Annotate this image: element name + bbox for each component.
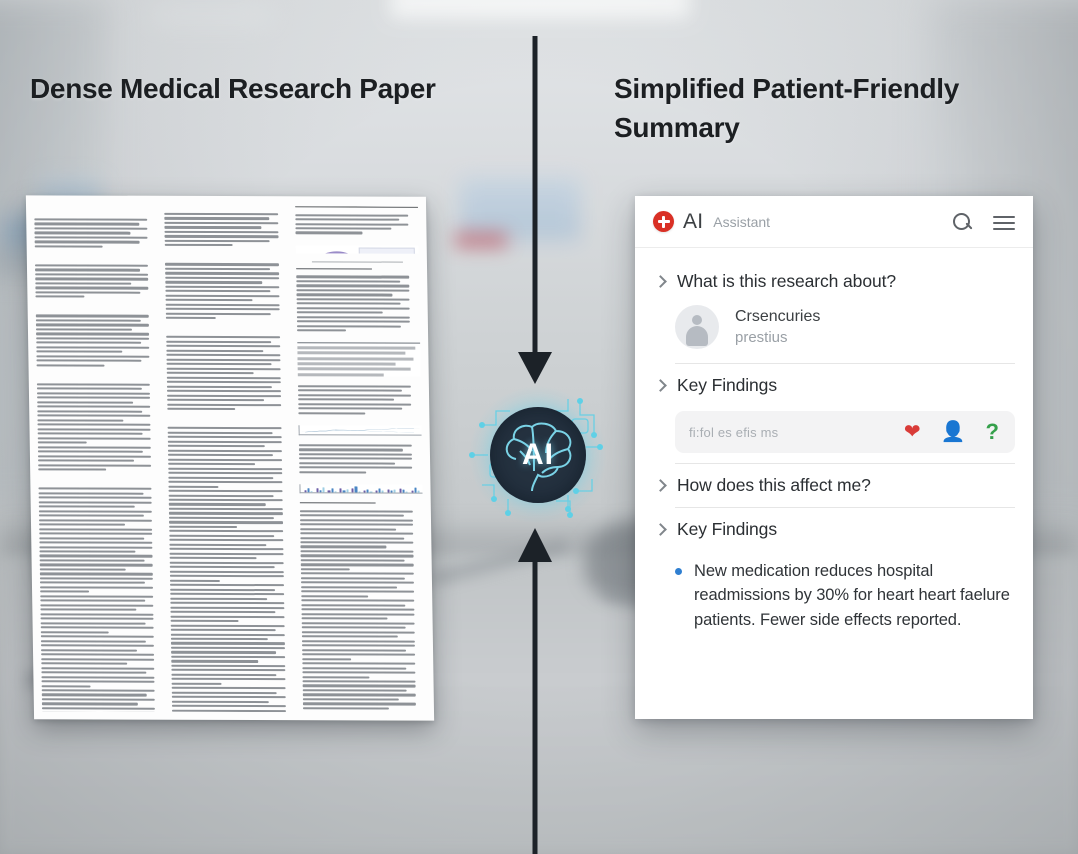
heading-left-dense-paper: Dense Medical Research Paper — [30, 73, 436, 104]
section-label: What is this research about? — [677, 271, 896, 291]
chevron-right-icon — [655, 381, 665, 391]
question-mark-icon[interactable]: ? — [985, 419, 999, 444]
paper-column-2 — [164, 205, 296, 712]
paper-text-block — [166, 336, 291, 411]
answer-subtitle: prestius — [735, 329, 788, 346]
heading-right-simplified-summary: Simplified Patient-Friendly Summary — [614, 73, 960, 143]
chevron-right-icon — [655, 481, 665, 491]
section-row-key-findings-1[interactable]: Key Findings — [653, 366, 1015, 405]
ai-assistant-app-card[interactable]: AI Assistant What is this research about… — [635, 196, 1033, 719]
red-sign-blur — [455, 232, 507, 248]
paper-text-block — [38, 487, 165, 712]
ceiling-light-2 — [150, 6, 270, 22]
dense-medical-research-paper[interactable] — [25, 195, 435, 721]
summary-bullet: New medication reduces hospital readmiss… — [653, 549, 1015, 632]
paper-text-block — [295, 275, 420, 332]
brand-primary-label: AI — [683, 209, 704, 233]
figure-cell-micrograph — [295, 244, 419, 254]
paper-column-1 — [34, 205, 165, 712]
paper-text-block — [167, 427, 296, 712]
paper-text-block — [34, 264, 159, 299]
divider-line — [675, 363, 1015, 364]
paper-text-block — [164, 212, 288, 247]
paper-page[interactable] — [25, 195, 435, 721]
app-body: What is this research about? Crsencuries… — [635, 248, 1033, 719]
pill-icon-group: ❤ 👤 ? — [904, 421, 999, 443]
bullet-text: New medication reduces hospital readmiss… — [694, 562, 1010, 629]
paper-section-title — [294, 206, 419, 208]
section-label: How does this affect me? — [677, 475, 871, 495]
paper-text-block — [34, 218, 158, 248]
avatar-body — [686, 326, 708, 346]
ai-badge-label: AI — [522, 438, 554, 471]
heart-icon[interactable]: ❤ — [903, 421, 921, 443]
paper-text-block — [36, 383, 162, 471]
avatar — [675, 305, 719, 349]
paper-text-block — [299, 509, 425, 710]
app-brand: AI Assistant — [653, 210, 951, 234]
header-actions — [951, 211, 1015, 233]
figure-data-table — [296, 342, 421, 377]
paper-text-block — [297, 384, 422, 415]
paper-subheading — [295, 268, 373, 269]
bullet-dot-icon — [675, 568, 682, 575]
search-icon[interactable] — [951, 211, 973, 233]
medical-cross-icon — [653, 211, 674, 232]
figure-caption-bar — [311, 261, 403, 262]
section-label: Key Findings — [677, 375, 777, 395]
section-label: Key Findings — [677, 519, 777, 539]
reaction-pill[interactable]: fi:fol es efis ms ❤ 👤 ? — [675, 411, 1015, 453]
divider-line — [675, 507, 1015, 508]
section-row-how-does-this-affect-me[interactable]: How does this affect me? — [653, 466, 1015, 505]
person-icon[interactable]: 👤 — [940, 421, 966, 443]
paper-text-block — [298, 444, 422, 474]
chevron-right-icon — [655, 277, 665, 287]
avatar-head — [692, 315, 702, 325]
divider-line — [675, 463, 1015, 464]
answer-title: Crsencuries — [735, 308, 821, 325]
paper-column-3 — [294, 206, 426, 712]
ceiling-light — [390, 0, 690, 18]
figure-line-chart — [298, 424, 422, 436]
answer-text: Crsencuries prestius — [735, 308, 820, 346]
paper-text-block — [294, 213, 419, 235]
answer-row: Crsencuries prestius — [653, 301, 1015, 361]
figure-inset-panel — [358, 247, 416, 254]
section-row-key-findings-2[interactable]: Key Findings — [653, 510, 1015, 549]
paper-text-block — [165, 263, 289, 320]
brand-secondary-label: Assistant — [713, 213, 771, 230]
paper-text-block — [35, 314, 160, 367]
app-header: AI Assistant — [635, 196, 1033, 248]
ai-circle: AI — [490, 407, 586, 503]
hamburger-menu-icon[interactable] — [993, 211, 1015, 233]
pill-text: fi:fol es efis ms — [689, 424, 779, 440]
section-row-what-is-this-research-about[interactable]: What is this research about? — [653, 262, 1015, 301]
chevron-right-icon — [655, 525, 665, 535]
brain-icon — [505, 422, 572, 492]
paper-subheading — [299, 502, 376, 504]
figure-bar-chart — [299, 484, 423, 494]
window-center — [460, 178, 580, 240]
ai-brain-badge[interactable]: AI — [468, 385, 608, 525]
